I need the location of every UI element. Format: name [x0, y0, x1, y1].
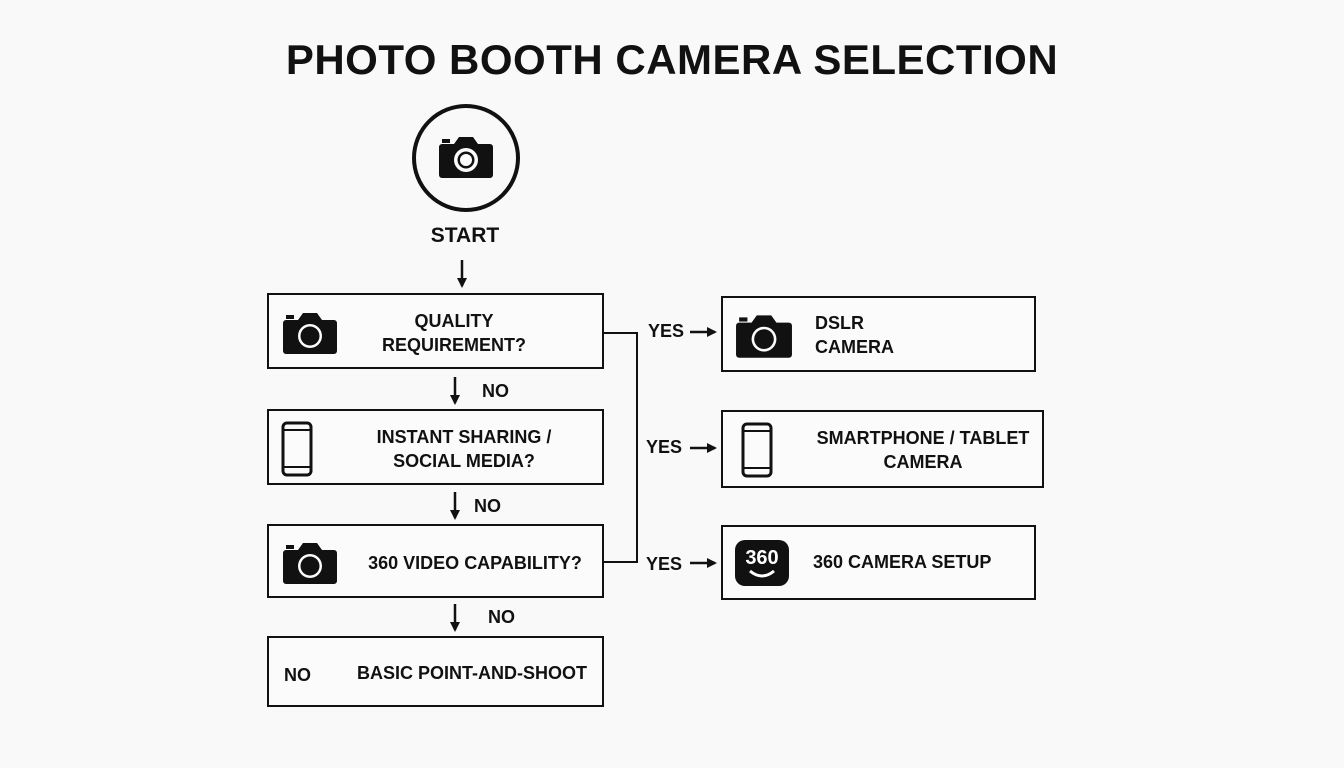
camera-icon [283, 313, 337, 354]
outcome-label: BASIC POINT-AND-SHOOT [356, 663, 587, 683]
camera-icon [439, 137, 493, 178]
no-label: NO [488, 607, 515, 627]
no-label: NO [474, 496, 501, 516]
outcome-label: DSLR CAMERA [815, 313, 894, 357]
start-node [412, 104, 520, 212]
outcome-basic-point-and-shoot: NO BASIC POINT-AND-SHOOT [267, 636, 604, 707]
camera-icon [736, 315, 792, 358]
camera-icon [283, 543, 337, 584]
outcome-label: 360 CAMERA SETUP [813, 552, 992, 572]
decision-label: INSTANT SHARING / SOCIAL MEDIA? [376, 427, 552, 471]
outcome-smartphone-tablet-camera: SMARTPHONE / TABLET CAMERA [721, 410, 1044, 488]
outcome-dslr-camera: DSLR CAMERA [721, 296, 1036, 372]
outcome-label: SMARTPHONE / TABLET CAMERA [816, 428, 1030, 472]
decision-label: QUALITY REQUIREMENT? [382, 311, 526, 355]
smartphone-icon [741, 422, 773, 478]
fallback-no-label: NO [284, 665, 311, 685]
smartphone-icon [281, 421, 313, 477]
yes-bracket-line [603, 332, 638, 563]
yes-label: YES [646, 554, 683, 574]
360-camera-icon: 360 [735, 540, 789, 586]
decision-360-video: 360 VIDEO CAPABILITY? [267, 524, 604, 598]
360-icon-text: 360 [745, 547, 779, 569]
decision-quality-requirement: QUALITY REQUIREMENT? [267, 293, 604, 369]
decision-instant-sharing: INSTANT SHARING / SOCIAL MEDIA? [267, 409, 604, 485]
diagram-title: PHOTO BOOTH CAMERA SELECTION [285, 36, 1059, 83]
outcome-360-camera-setup: 360 360 CAMERA SETUP [721, 525, 1036, 600]
yes-label: YES [648, 321, 685, 341]
yes-label: YES [646, 437, 683, 457]
decision-label: 360 VIDEO CAPABILITY? [368, 553, 582, 573]
no-label: NO [482, 381, 509, 401]
start-label: START [430, 224, 500, 247]
